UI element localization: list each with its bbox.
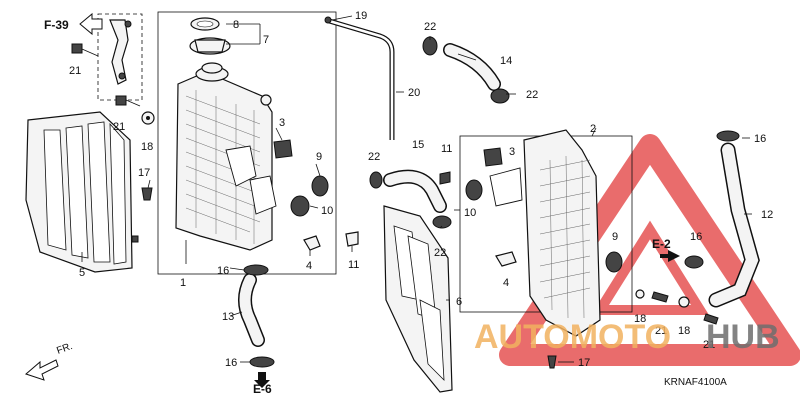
clip-17-right (547, 355, 557, 369)
bolt-11-right (439, 171, 451, 185)
bolt-21-right-b (703, 313, 719, 325)
e2-reference-label: E-2 (652, 237, 671, 251)
hose-12-part (708, 142, 760, 308)
bolt-21-lower (115, 95, 141, 107)
callout-20: 20 (408, 87, 420, 99)
callout-3-left: 3 (279, 117, 285, 129)
callout-21-right-b: 21 (703, 339, 715, 351)
hose-clamp-16-right-mid (684, 255, 704, 269)
callout-2: 2 (590, 123, 596, 135)
hose-clamp-16-right-top (716, 130, 740, 142)
grommet-10-left (290, 195, 310, 217)
grommet-10-right (465, 179, 483, 201)
callout-18-left: 18 (141, 141, 153, 153)
callout-17-left: 17 (138, 167, 150, 179)
label-3-right (483, 147, 503, 167)
washer-18-right-b (678, 296, 690, 308)
hose-clamp-22-mid (490, 88, 510, 104)
bracket-nut (118, 72, 126, 80)
hose-clamp-22-lower (432, 215, 452, 229)
callout-18-right-b: 18 (678, 325, 690, 337)
callout-11-left: 11 (348, 259, 359, 271)
callout-3-right: 3 (509, 146, 515, 158)
grommet-9-right (605, 251, 623, 273)
overflow-nipple (260, 94, 272, 106)
callout-4-right: 4 (503, 277, 509, 289)
callout-14: 14 (500, 55, 512, 67)
left-radiator-part (175, 71, 277, 251)
callout-8: 8 (233, 19, 239, 31)
callout-21-upper: 21 (69, 65, 81, 77)
left-shroud-part (25, 111, 133, 273)
bracket-detail-box (97, 13, 143, 101)
callout-15: 15 (412, 139, 424, 151)
f39-reference-label: F-39 (44, 18, 69, 32)
callout-6: 6 (456, 296, 462, 308)
tube-clip-19 (324, 16, 332, 24)
cap-7 (189, 37, 231, 55)
bolt-11-left (345, 231, 359, 247)
callout-12: 12 (761, 209, 773, 221)
clip-17-left (141, 187, 153, 201)
callout-11-right: 11 (441, 143, 452, 155)
watermark-text-b: HUB (706, 318, 780, 356)
callout-17-right: 17 (578, 357, 590, 369)
drain-plug-4 (303, 235, 321, 251)
hose-15-part (383, 169, 447, 213)
callout-9-right: 9 (612, 231, 618, 243)
hose-14-part (443, 43, 501, 91)
callout-22-left: 22 (368, 151, 380, 163)
washer-18-right-a (635, 289, 645, 299)
hose-clamp-16-lower (249, 356, 275, 368)
radiator-cap-part (195, 62, 229, 82)
callout-16-right-top: 16 (754, 133, 766, 145)
callout-13: 13 (222, 311, 234, 323)
callout-5: 5 (79, 267, 85, 279)
callout-7: 7 (263, 34, 269, 46)
callout-10-left: 10 (321, 205, 333, 217)
callout-19: 19 (355, 10, 367, 22)
callout-1: 1 (180, 277, 186, 289)
leader-lines (81, 15, 752, 363)
callout-10-right: 10 (464, 207, 476, 219)
e6-reference-arrow (254, 372, 270, 388)
callout-22-mid: 22 (526, 89, 538, 101)
callout-4-left: 4 (306, 260, 312, 272)
front-direction-arrow (25, 359, 59, 381)
callout-18-right-a: 18 (634, 313, 646, 325)
label-3-left (273, 139, 293, 159)
watermark-text-a: AUTOMOTO (474, 318, 671, 356)
grommet-9-left (311, 175, 329, 197)
bracket-bolt (124, 20, 132, 28)
callout-16-lower: 16 (225, 357, 237, 369)
right-shroud-part (383, 205, 453, 393)
f39-reference-arrow (79, 12, 103, 36)
callout-labels: 1 2 3 3 4 4 5 6 7 8 9 9 10 10 11 11 12 1… (69, 10, 773, 369)
callout-22-lower: 22 (434, 247, 446, 259)
bolt-21-upper (71, 43, 99, 57)
diagram-code: KRNAF4100A (664, 377, 727, 388)
cap-seal-8 (190, 17, 220, 31)
front-direction-label: FR. (55, 341, 74, 357)
callout-21-right-a: 21 (655, 325, 667, 337)
callout-22-top: 22 (424, 21, 436, 33)
right-radiator-part (489, 129, 601, 337)
hose-clamp-22-left (369, 171, 383, 189)
hose-13-part (238, 273, 265, 347)
hose-clamp-16-upper (243, 264, 269, 276)
callout-16-right-mid: 16 (690, 231, 702, 243)
callout-16-upper: 16 (217, 265, 229, 277)
callout-9-left: 9 (316, 151, 322, 163)
e2-reference-arrow (660, 250, 680, 262)
e6-reference-label: E-6 (253, 382, 272, 396)
callout-21-lower: 21 (113, 121, 125, 133)
bolt-21-right-a (651, 291, 669, 303)
drain-plug-4-right (495, 251, 517, 267)
fastener-shroud (131, 235, 139, 243)
